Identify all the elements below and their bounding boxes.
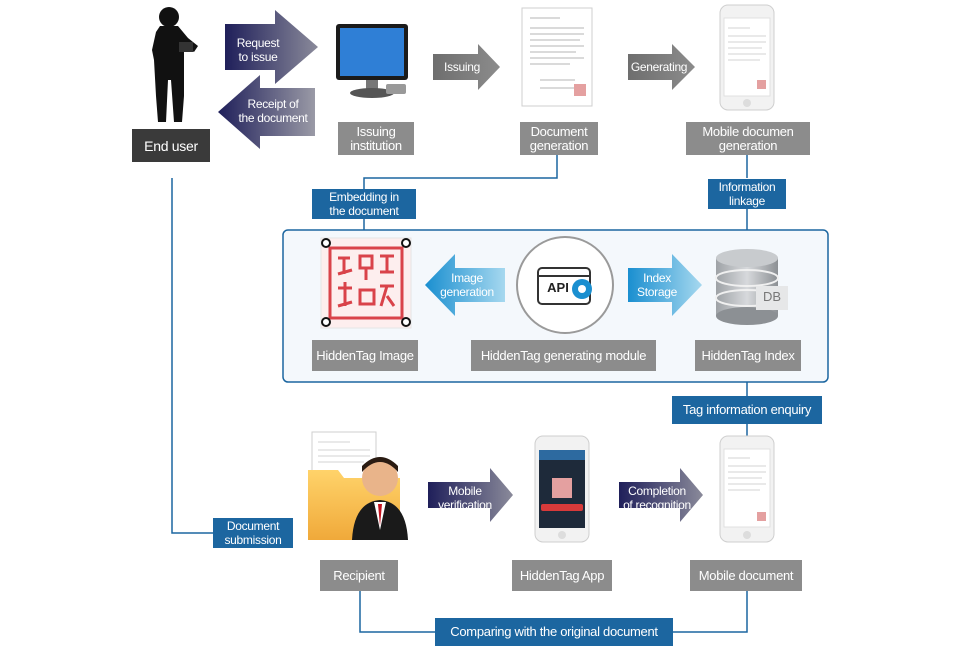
bottom-phone-icon (719, 435, 775, 543)
hiddentag-seal-image (320, 237, 412, 329)
hiddentag-image-label: HiddenTag Image (312, 340, 418, 371)
request-to-issue-text: Request to issue (236, 36, 280, 64)
issuing-text: Issuing (444, 60, 480, 74)
receipt-of-document-text: Receipt of the document (238, 97, 308, 125)
hiddentag-module-label: HiddenTag generating module (471, 340, 656, 371)
index-storage-text: Index Storage (637, 271, 677, 299)
completion-arrow (619, 468, 703, 522)
mobile-document-generation-label: Mobile documen generation (686, 122, 810, 155)
index-storage-arrow (628, 254, 702, 316)
information-linkage-label: Information linkage (708, 179, 786, 209)
database-icon (715, 249, 788, 325)
end-user-icon (152, 7, 198, 122)
embedding-in-document-label: Embedding in the document (312, 189, 416, 219)
issuing-arrow (433, 44, 500, 90)
mobile-verification-text: Mobile verification (438, 484, 492, 512)
recipient-icon (308, 431, 408, 540)
connector-lines (171, 155, 748, 633)
api-text: API (547, 280, 569, 295)
completion-of-recognition-text: Completion of recognition (623, 484, 691, 512)
receipt-arrow (218, 75, 315, 149)
request-arrow (225, 10, 318, 84)
hiddentag-index-label: HiddenTag Index (695, 340, 801, 371)
document-submission-label: Document submission (213, 518, 293, 548)
end-user-label: End user (132, 129, 210, 162)
image-generation-arrow (425, 254, 505, 316)
mobile-document-label: Mobile document (690, 560, 802, 591)
generating-text: Generating (630, 60, 688, 74)
generating-arrow (628, 44, 695, 90)
tag-information-enquiry-label: Tag information enquiry (672, 396, 822, 424)
comparing-original-label: Comparing with the original document (435, 618, 673, 646)
issuing-institution-label: Issuing institution (338, 122, 414, 155)
api-module-icon (516, 236, 614, 334)
document-icon (521, 7, 593, 107)
computer-monitor-icon (336, 24, 408, 98)
image-generation-text: Image generation (440, 271, 494, 299)
hiddentag-app-label: HiddenTag App (512, 560, 612, 591)
top-phone-icon (719, 4, 775, 111)
document-generation-label: Document generation (520, 122, 598, 155)
recipient-label: Recipient (320, 560, 398, 591)
hiddentag-app-phone-icon (534, 435, 590, 543)
db-text: DB (762, 289, 782, 304)
mobile-verification-arrow (428, 468, 513, 522)
